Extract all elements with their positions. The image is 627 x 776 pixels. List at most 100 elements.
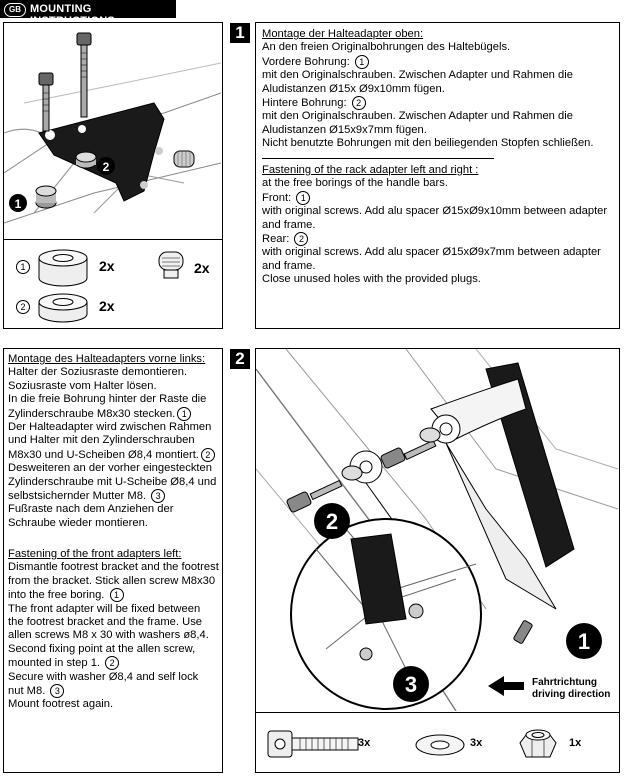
step2-de-line: Soziusraste vom Halter lösen. (8, 380, 216, 393)
step1-en-line: at the free borings of the handle bars. (262, 177, 607, 190)
step2-de-line: Der Halteadapter wird zwischen Rahmen (8, 421, 216, 434)
step2-de-line: Zylinderschraube mit U-Scheibe Ø8,4 und (8, 476, 216, 489)
step2-en-line-text: Secure with washer Ø8,4 and self lock (8, 670, 199, 683)
direction-label-en: driving direction (532, 689, 611, 700)
step2-en-line: Dismantle footrest bracket and the footr… (8, 561, 219, 574)
step1-en-line-text: at the free borings of the handle bars. (262, 177, 448, 190)
step2-en-line: Mount footrest again. (8, 698, 219, 711)
step1-de-line: Hintere Bohrung: 2 (262, 95, 594, 110)
step2-en-line: from the bracket. Stick allen screw M8x3… (8, 575, 219, 588)
washer-qty: 3x (470, 737, 483, 749)
step2-de-line-text: Soziusraste vom Halter lösen. (8, 379, 157, 392)
spacer-10mm-icon (38, 249, 88, 287)
step2-en-line: Secure with washer Ø8,4 and self lock (8, 671, 219, 684)
step2-en-line-text: The front adapter will be fixed between (8, 602, 201, 615)
step1-en-line-text: Front: (262, 191, 295, 204)
step2-callout-3: 3 (405, 672, 417, 697)
step-ref-marker: 2 (351, 95, 366, 110)
step2-de-line-text: Zylinderschraube M8x30 stecken. (8, 407, 176, 420)
step1-de-line-text: Vordere Bohrung: (262, 55, 353, 68)
step-ref-marker: 3 (50, 683, 65, 698)
step2-de-line-text: Halter der Soziusraste demontieren. (8, 366, 188, 379)
allen-screw-qty: 3x (358, 737, 371, 749)
step2-front-adapter-illustration: 2 1 3 (255, 348, 619, 712)
step-ref-marker: 3 (151, 488, 166, 503)
step2-de-line-text: Fußraste nach dem Anziehen der (8, 503, 174, 516)
step1-de-line-text: Hintere Bohrung: (262, 96, 350, 109)
step1-en-line-text: Close unused holes with the provided plu… (262, 273, 481, 286)
step2-text-de: Montage des Halteadapters vorne links:Ha… (8, 353, 216, 530)
direction-label-de: Fahrtrichtung (532, 677, 597, 688)
step1-en-line-text: Rear: (262, 232, 293, 245)
step2-en-line-text: nut M8. (8, 684, 49, 697)
step2-de-line-text: Der Halteadapter wird zwischen Rahmen (8, 420, 212, 433)
step1-de-line: Aludistanzen Ø15x9x7mm fügen. (262, 124, 594, 137)
step2-de-line-text: Montage des Halteadapters vorne links: (8, 353, 206, 365)
step2-en-line-text: Mount footrest again. (8, 698, 114, 711)
step2-de-line: Schraube wieder montieren. (8, 517, 216, 530)
step2-callout-1: 1 (578, 629, 590, 654)
step2-de-line: Desweiteren an der vorher eingesteckten (8, 462, 216, 475)
step1-callout-2: 2 (103, 160, 110, 174)
instructions-header: GB MOUNTING INSTRUCTIONS (0, 0, 176, 27)
step2-en-line: nut M8. 3 (8, 683, 219, 698)
step1-de-line: Aludistanzen Ø15x Ø9x10mm fügen. (262, 83, 594, 96)
plug-icon (158, 251, 184, 279)
step1-figure: 2 1 (3, 22, 223, 240)
step1-de-line-text: An den freien Originalbohrungen des Halt… (262, 41, 511, 54)
step2-en-line: The front adapter will be fixed between (8, 603, 219, 616)
step2-en-line-text: from the bracket. Stick allen screw M8x3… (8, 574, 216, 587)
step-ref-marker: 1 (109, 588, 124, 603)
lock-nut-icon (519, 729, 557, 758)
step2-text-box: Montage des Halteadapters vorne links:Ha… (3, 348, 223, 773)
step1-de-line-text: Montage der Halteadapter oben: (262, 28, 424, 40)
step2-bolt-upper (380, 439, 437, 469)
spacer-7mm-icon (38, 293, 88, 323)
lock-nut-qty: 1x (569, 737, 582, 749)
step2-en-line-text: into the free boring. (8, 589, 108, 602)
step1-en-line-text: and frame. (262, 259, 316, 272)
step1-de-line-text: mit den Originalschrauben. Zwischen Adap… (262, 110, 573, 123)
step2-de-line: selbstsichernder Mutter M8. 3 (8, 488, 216, 503)
step1-en-line: and frame. (262, 260, 607, 273)
allen-screw-icon (267, 730, 359, 758)
step2-de-line: In die freie Bohrung hinter der Raste di… (8, 393, 216, 406)
step1-en-line-text: with original screws. Add alu spacer Ø15… (262, 246, 601, 259)
step1-text-de: Montage der Halteadapter oben:An den fre… (262, 28, 594, 151)
step1-en-line-text: Fastening of the rack adapter left and r… (262, 164, 479, 176)
step2-de-line-text: selbstsichernder Mutter M8. (8, 489, 150, 502)
step2-figure: 2 1 3 Fahrtrichtung driving direction (255, 348, 620, 713)
step1-de-line-text: Nicht benutzte Bohrungen mit den beilieg… (262, 137, 594, 150)
step2-de-line: Fußraste nach dem Anziehen der (8, 503, 216, 516)
step1-en-line: Front: 1 (262, 190, 607, 205)
step2-en-line: allen screws M8 x 30 with washers ø8,4. (8, 629, 219, 642)
step1-en-line: Close unused holes with the provided plu… (262, 273, 607, 286)
step2-de-line-text: M8x30 und U-Scheiben Ø8,4 montiert. (8, 448, 199, 461)
step2-en-line-text: Second fixing point at the allen screw, (8, 642, 196, 655)
step1-de-line-text: Aludistanzen Ø15x Ø9x10mm fügen. (262, 82, 445, 95)
step1-de-line: An den freien Originalbohrungen des Halt… (262, 41, 594, 54)
step-ref-marker: 1 (296, 190, 311, 205)
step2-de-line: Montage des Halteadapters vorne links: (8, 353, 216, 366)
step2-de-line-text: Desweiteren an der vorher eingesteckten (8, 462, 212, 475)
step1-de-line: Vordere Bohrung: 1 (262, 54, 594, 69)
step1-text-en: Fastening of the rack adapter left and r… (262, 164, 607, 287)
step2-en-line-text: the footrest bracket and the frame. Use (8, 615, 203, 628)
step2-en-line: into the free boring. 1 (8, 588, 219, 603)
step-ref-marker: 2 (105, 656, 120, 671)
step2-en-line: Fastening of the front adapters left: (8, 548, 219, 561)
step2-en-line-text: allen screws M8 x 30 with washers ø8,4. (8, 629, 209, 642)
step2-en-line-text: mounted in step 1. (8, 657, 104, 670)
gb-badge: GB (4, 3, 26, 17)
step1-en-line: with original screws. Add alu spacer Ø15… (262, 246, 607, 259)
step1-en-line: with original screws. Add alu spacer Ø15… (262, 205, 607, 218)
step-ref-marker: 1 (177, 406, 192, 421)
step2-de-line-text: und Halter mit den Zylinderschrauben (8, 434, 195, 447)
step2-de-line: Halter der Soziusraste demontieren. (8, 366, 216, 379)
step2-number: 2 (230, 349, 250, 369)
step2-de-line-text: In die freie Bohrung hinter der Raste di… (8, 393, 207, 406)
step-ref-marker: 2 (200, 447, 215, 462)
step1-de-line: mit den Originalschrauben. Zwischen Adap… (262, 69, 594, 82)
driving-direction-label: Fahrtrichtung driving direction (532, 677, 610, 701)
step2-en-line: mounted in step 1. 2 (8, 656, 219, 671)
